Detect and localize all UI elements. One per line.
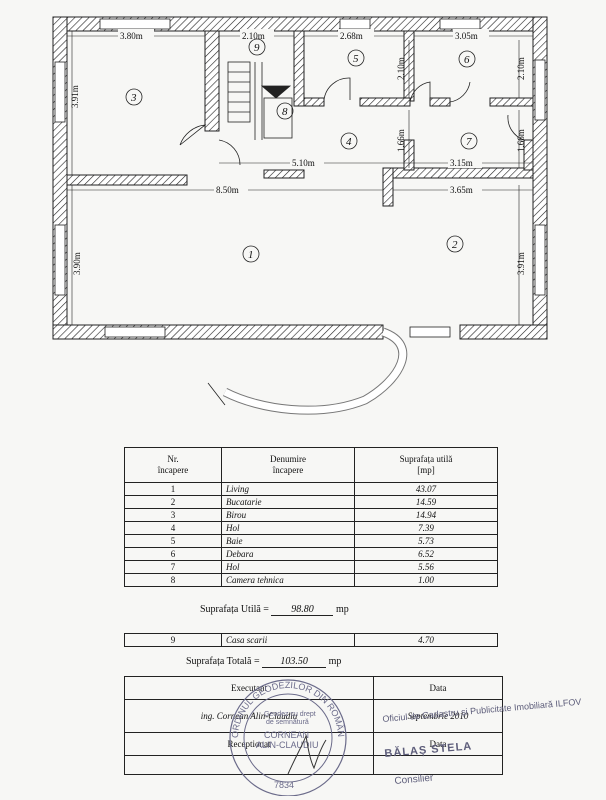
room-number: 8 — [282, 106, 288, 118]
cell-nr: 6 — [124, 547, 222, 561]
cell-area: 5.73 — [354, 534, 498, 548]
cell-area: 7.39 — [354, 521, 498, 535]
header-room-area: Suprafața utilă [mp] — [354, 447, 498, 483]
room-numbers: 1 2 3 4 5 6 7 8 9 — [130, 42, 472, 261]
windows — [54, 18, 546, 338]
cell-area: 6.52 — [354, 547, 498, 561]
dim-label: 3.80m — [120, 31, 143, 41]
staircase — [227, 61, 293, 140]
cell-area: 5.56 — [354, 560, 498, 574]
cell-name: Living — [221, 482, 355, 496]
room-number: 7 — [466, 136, 472, 148]
dim-label: 3.15m — [450, 158, 473, 168]
cell-nr: 3 — [124, 508, 222, 522]
cell-name: Camera tehnica — [221, 573, 355, 587]
cell-name: Birou — [221, 508, 355, 522]
cell-area: 43.07 — [354, 482, 498, 496]
cell-area: 14.59 — [354, 495, 498, 509]
room-number: 1 — [248, 249, 254, 261]
header-room-name: Denumire încapere — [221, 447, 355, 483]
cell-name: Bucatarie — [221, 495, 355, 509]
total-area-line: Suprafața Totală = 103.50 mp — [186, 656, 341, 668]
cell-nr: 5 — [124, 534, 222, 548]
stair-table: 9 Casa scarii 4.70 — [124, 633, 498, 647]
dim-label: 3.91m — [516, 252, 526, 275]
executant-label: Executant — [124, 676, 374, 700]
cell-name: Hol — [221, 560, 355, 574]
dim-label: 3.90m — [72, 252, 82, 275]
room-number: 6 — [464, 54, 470, 66]
dim-label: 2.10m — [242, 31, 265, 41]
room-markers — [125, 38, 478, 263]
total-area-unit: mp — [328, 656, 342, 667]
total-area-label: Suprafața Totală = — [186, 656, 260, 667]
receptionat-label: Receptionat — [124, 732, 374, 756]
room-number: 9 — [254, 42, 260, 54]
header-room-number: Nr. încapere — [124, 447, 222, 483]
cell-name: Hol — [221, 521, 355, 535]
room-number: 4 — [346, 136, 352, 148]
table-header-row: Nr. încapere Denumire încapere Suprafața… — [124, 447, 498, 483]
doors — [179, 77, 525, 415]
useful-area-value: 98.80 — [271, 604, 334, 616]
dim-label: 3.65m — [450, 185, 473, 195]
table-row: 9 Casa scarii 4.70 — [124, 633, 498, 647]
total-area-value: 103.50 — [262, 656, 327, 668]
data-label: Data — [373, 676, 503, 700]
dim-label: 8.50m — [216, 185, 239, 195]
room-number: 3 — [130, 92, 137, 104]
dimension-labels: 3.80m 2.10m 2.68m 3.05m 3.91m 2.10m 2.10… — [70, 29, 526, 275]
signature-table: Executant Data ing. Cornean Alin-Claudiu… — [124, 676, 503, 775]
room-number: 2 — [452, 239, 458, 251]
cell-nr: 4 — [124, 521, 222, 535]
cell-nr: 8 — [124, 573, 222, 587]
floor-plan: 3.80m 2.10m 2.68m 3.05m 3.91m 2.10m 2.10… — [52, 16, 548, 415]
ocpi-stamp-role: Consilier — [394, 772, 434, 787]
stamp-number: 7834 — [274, 780, 294, 790]
signature-header-row: Executant Data — [124, 676, 503, 700]
cell-nr: 7 — [124, 560, 222, 574]
reception-date-cell — [373, 755, 503, 775]
dim-label: 2.10m — [516, 57, 526, 80]
dim-label: 3.05m — [455, 31, 478, 41]
useful-area-line: Suprafața Utilă = 98.80 mp — [200, 604, 349, 616]
data-label-2: Data — [373, 732, 503, 756]
cell-area: 1.00 — [354, 573, 498, 587]
room-number: 5 — [353, 53, 359, 65]
cell-nr: 1 — [124, 482, 222, 496]
cell-name: Baie — [221, 534, 355, 548]
dim-label: 2.68m — [340, 31, 363, 41]
executant-name: ing. Cornean Alin-Claudiu — [124, 699, 374, 733]
reception-sign-cell — [124, 755, 374, 775]
dim-label: 5.10m — [292, 158, 315, 168]
reception-sign-row — [124, 755, 503, 775]
dim-label: 2.10m — [396, 57, 406, 80]
cell-name: Debara — [221, 547, 355, 561]
cell-nr: 9 — [124, 633, 222, 647]
dim-label: 3.91m — [70, 85, 80, 108]
cell-nr: 2 — [124, 495, 222, 509]
dim-label: 1.66m — [516, 129, 526, 152]
dim-label: 1.66m — [396, 129, 406, 152]
cell-area: 14.94 — [354, 508, 498, 522]
area-table: Nr. încapere Denumire încapere Suprafața… — [124, 447, 498, 587]
cell-area: 4.70 — [354, 633, 498, 647]
cell-name: Casa scarii — [221, 633, 355, 647]
useful-area-unit: mp — [335, 604, 349, 615]
useful-area-label: Suprafața Utilă = — [200, 604, 269, 615]
